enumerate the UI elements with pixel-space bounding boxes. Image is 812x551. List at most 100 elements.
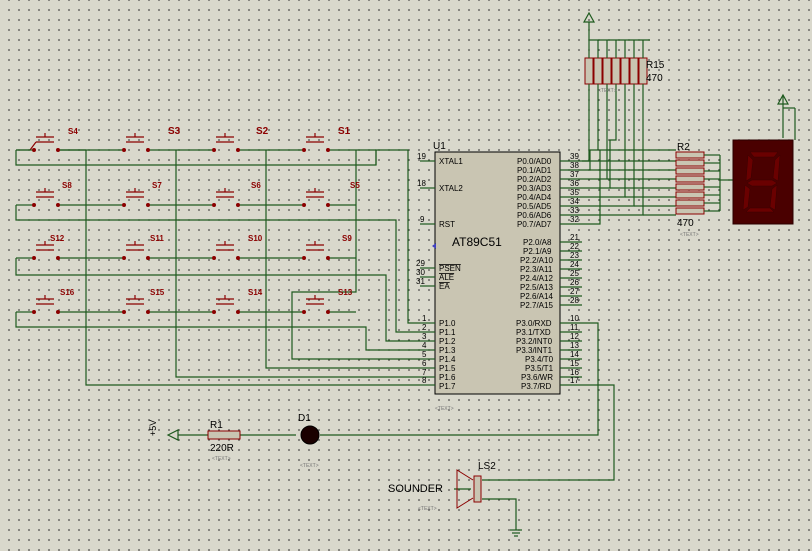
pin-number: 18: [417, 179, 426, 188]
pin-name: P0.1/AD1: [517, 166, 552, 175]
pin-number: 7: [422, 368, 427, 377]
text-placeholder: <TEXT>: [300, 463, 319, 469]
pin-number: 39: [570, 152, 579, 161]
pin-name: P2.3/A11: [520, 265, 553, 274]
switch-s2[interactable]: [176, 133, 266, 152]
port0-wiring: R15 470 <TEXT>: [582, 11, 676, 225]
switch-s3[interactable]: [86, 133, 176, 152]
pin-number: 34: [570, 197, 579, 206]
switch-s16[interactable]: [16, 295, 86, 314]
seven-segment-display[interactable]: [732, 93, 796, 225]
switch-s9[interactable]: [266, 241, 356, 260]
pin-name: P2.1/A9: [523, 247, 552, 256]
switch-s13[interactable]: [266, 295, 356, 314]
pullup-resistor-pack[interactable]: [584, 57, 648, 85]
text-placeholder: <TEXT>: [212, 456, 231, 462]
switch-s14[interactable]: [176, 295, 266, 314]
power-source-5v[interactable]: +5V: [148, 420, 179, 441]
pin-number: 21: [570, 233, 579, 242]
pin-number: 30: [416, 268, 425, 277]
pin-number: 32: [570, 215, 579, 224]
pin-number: 22: [570, 242, 579, 251]
pin-name: P0.6/AD6: [517, 211, 552, 220]
pin-name: P3.5/T1: [525, 364, 554, 373]
pin-number: 14: [570, 350, 579, 359]
r1-ref: R1: [210, 420, 223, 431]
pin-name: EA: [439, 282, 450, 291]
pin-number: 15: [570, 359, 579, 368]
switch-s10[interactable]: [176, 241, 266, 260]
pin-name: P2.6/A14: [520, 292, 553, 301]
pin-number: 8: [422, 376, 427, 385]
switch-s4[interactable]: [16, 133, 86, 152]
switch-label: S8: [62, 181, 72, 190]
pin-name: P0.2/AD2: [517, 175, 552, 184]
pin-name: P3.0/RXD: [516, 319, 552, 328]
pin-number: 13: [570, 341, 579, 350]
resistor-array-r2[interactable]: R2 470 <TEXT>: [675, 142, 733, 238]
resistor-r1[interactable]: R1 220R <TEXT>: [207, 420, 241, 462]
power-label: +5V: [148, 420, 158, 436]
led-d1[interactable]: D1 <TEXT>: [298, 413, 320, 469]
switch-label: S5: [350, 181, 360, 190]
text-placeholder: <TEXT>: [418, 506, 437, 512]
ic-ref-label: U1: [433, 141, 446, 152]
pin-name: P1.4: [439, 355, 456, 364]
switch-label: S2: [256, 126, 269, 137]
pin-name: P2.2/A10: [520, 256, 553, 265]
pin-number: 11: [570, 323, 579, 332]
pin-name: P3.1/TXD: [516, 328, 551, 337]
pin-name: ALE: [439, 273, 454, 282]
pin-name: P1.5: [439, 364, 456, 373]
switch-s6[interactable]: [176, 188, 266, 207]
pin-name: P1.2: [439, 337, 456, 346]
pin-number: 35: [570, 188, 579, 197]
pin-number: 25: [570, 269, 579, 278]
text-placeholder: <TEXT>: [598, 88, 617, 94]
switch-label: S15: [150, 288, 165, 297]
switch-s7[interactable]: [86, 188, 176, 207]
sounder-ls2[interactable]: LS2 SOUNDER <TEXT>: [388, 461, 496, 512]
switch-s5[interactable]: [266, 188, 356, 207]
pin-number: 38: [570, 161, 579, 170]
switch-s11[interactable]: [86, 241, 176, 260]
microcontroller-u1[interactable]: U1 AT89C51 <TEXT> 19 XTAL1 18 XTAL2 9 RS…: [416, 141, 582, 412]
sounder-label: SOUNDER: [388, 483, 443, 495]
sounder-ref: LS2: [478, 461, 496, 472]
switch-s8[interactable]: [16, 188, 86, 207]
pin-number: 37: [570, 170, 579, 179]
resistor-pack-ref: R15: [646, 60, 665, 71]
ic-part-label: AT89C51: [452, 235, 502, 249]
switch-s1[interactable]: [266, 133, 376, 152]
switch-s12[interactable]: [16, 241, 86, 260]
pin-name: P3.3/INT1: [516, 346, 553, 355]
pin-number: 10: [570, 314, 579, 323]
switch-label: S3: [168, 126, 181, 137]
pin-name: P0.4/AD4: [517, 193, 552, 202]
pin-number: 2: [422, 323, 427, 332]
pin-number: 19: [417, 152, 426, 161]
r1-value: 220R: [210, 443, 234, 454]
switch-s15[interactable]: [86, 295, 176, 314]
keypad-wiring: [15, 149, 420, 386]
pin-name: P2.0/A8: [523, 238, 552, 247]
switch-label: S14: [248, 288, 263, 297]
switch-label: S7: [152, 181, 162, 190]
pin-number: 12: [570, 332, 579, 341]
pin-name: P0.7/AD7: [517, 220, 552, 229]
r2-value: 470: [677, 218, 694, 229]
pin-name: P3.4/T0: [525, 355, 554, 364]
switch-label: S1: [338, 126, 351, 137]
pin-name: P1.7: [439, 382, 456, 391]
audio-circuit-wiring: [178, 322, 615, 537]
pin-number: 16: [570, 368, 579, 377]
pin-name: P0.5/AD5: [517, 202, 552, 211]
d1-ref: D1: [298, 413, 311, 424]
pin-number: 9: [420, 215, 425, 224]
r2-ref: R2: [677, 142, 690, 153]
keypad-switches: S4 S3 S2 S1 S8 S7 S6 S5 S12 S11 S10 S9 S…: [16, 126, 376, 314]
pin-number: 36: [570, 179, 579, 188]
pin-number: 31: [416, 277, 425, 286]
pin-number: 6: [422, 359, 427, 368]
